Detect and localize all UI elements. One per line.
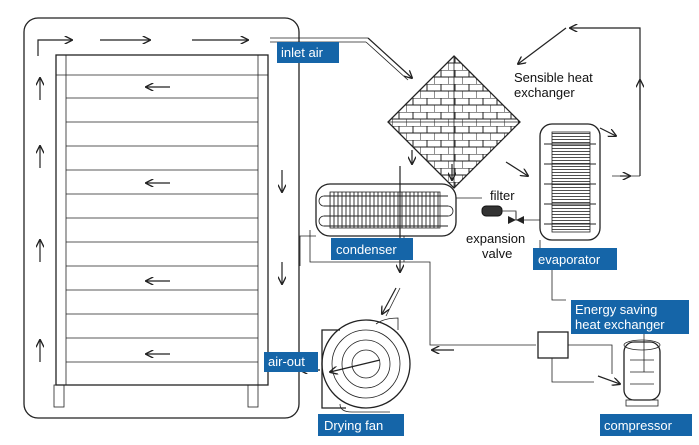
svg-text:condenser: condenser [336,242,397,257]
expansion-valve-icon [508,212,524,224]
filter-component [456,197,540,221]
drying-chamber [23,17,300,419]
sensible-heat-exchanger [387,55,521,189]
filter-label: filter [490,188,515,203]
svg-text:heat exchanger: heat exchanger [575,317,665,332]
return-air-duct [412,28,640,180]
chamber-airflow-arrows [38,40,282,362]
svg-text:compressor: compressor [604,418,673,433]
wheel-left [53,384,65,408]
wheel-right [247,384,259,408]
evaporator-label: evaporator [533,248,617,270]
sensible-heat-exchanger-label-1: Sensible heat [514,70,593,85]
energy-saving-label: Energy saving heat exchanger [571,300,689,334]
drying-fan-icon [321,287,411,413]
svg-text:air-out: air-out [268,354,305,369]
air-out-label: air-out [264,352,318,372]
expansion-valve-label-2: valve [482,246,512,261]
compressor-icon [623,339,661,407]
drying-trays [56,74,268,363]
expansion-valve-label-1: expansion [466,231,525,246]
inlet-air-label: inlet air [277,42,339,63]
sensible-heat-exchanger-label-2: exchanger [514,85,575,100]
drying-fan-label: Drying fan [318,414,404,436]
condenser-label: condenser [331,238,413,260]
compressor-label: compressor [600,414,692,436]
svg-text:Drying fan: Drying fan [324,418,383,433]
svg-text:evaporator: evaporator [538,252,601,267]
energy-saving-heat-exchanger [537,331,569,359]
evaporator [539,123,601,241]
svg-text:Energy saving: Energy saving [575,302,657,317]
refrigerant-piping [299,230,645,384]
condenser [315,183,457,237]
svg-text:inlet air: inlet air [281,45,324,60]
